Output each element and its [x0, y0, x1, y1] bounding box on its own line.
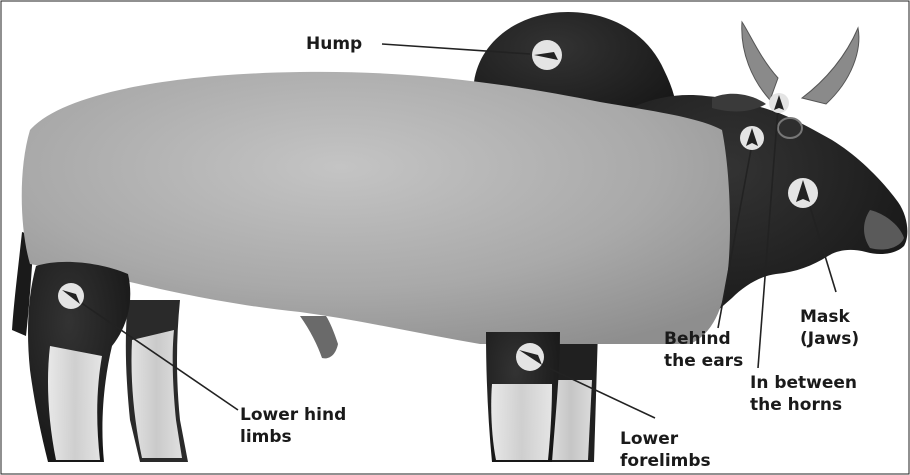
lower-hind-limbs-line-2: limbs: [240, 426, 346, 448]
in-between-the-horns-marker: [769, 93, 789, 113]
eye: [778, 118, 802, 138]
hump-label-text: Hump: [306, 33, 362, 55]
behind-the-ears-label: Behind the ears: [664, 328, 743, 372]
behind-the-ears-line-2: the ears: [664, 350, 743, 372]
lower-forelimbs-marker: [516, 343, 544, 371]
lower-forelimbs-line-2: forelimbs: [620, 450, 711, 472]
behind-the-ears-marker: [740, 126, 764, 150]
mask-jaws-line-1: Mask: [800, 306, 859, 328]
lower-hind-limbs-line-1: Lower hind: [240, 404, 346, 426]
in-between-the-horns-label: In between the horns: [750, 372, 857, 416]
mask-jaws-marker: [788, 178, 818, 208]
hump-label: Hump: [306, 33, 362, 55]
hump-marker: [532, 40, 562, 70]
lower-forelimbs-label: Lower forelimbs: [620, 428, 711, 472]
lower-hind-limbs-marker: [58, 283, 84, 309]
mask-jaws-label: Mask (Jaws): [800, 306, 859, 350]
in-between-the-horns-line-2: the horns: [750, 394, 857, 416]
mask-jaws-line-2: (Jaws): [800, 328, 859, 350]
lower-forelimbs-line-1: Lower: [620, 428, 711, 450]
in-between-the-horns-line-1: In between: [750, 372, 857, 394]
lower-hind-limbs-label: Lower hind limbs: [240, 404, 346, 448]
behind-the-ears-line-1: Behind: [664, 328, 743, 350]
